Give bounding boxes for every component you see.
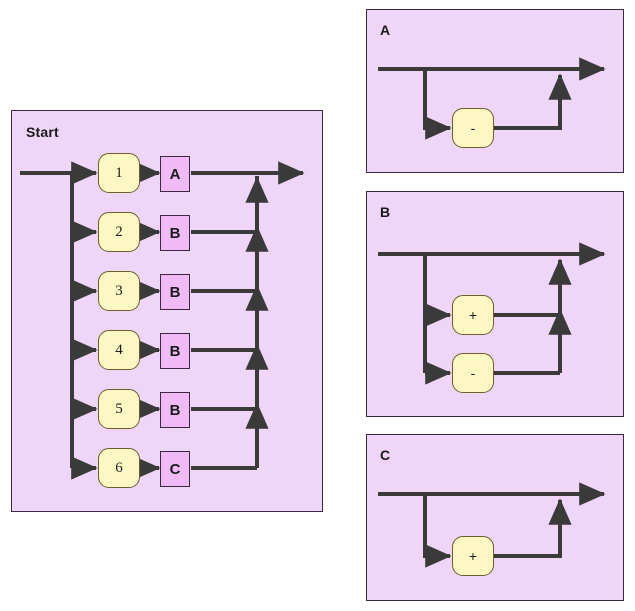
node-block-b-row4[interactable]: B <box>160 333 190 369</box>
node-block-b-row3[interactable]: B <box>160 274 190 310</box>
node-step-4[interactable]: 4 <box>98 330 140 370</box>
node-a-minus[interactable]: - <box>452 108 494 148</box>
node-step-6[interactable]: 6 <box>98 448 140 488</box>
node-step-6-label: 6 <box>115 459 123 476</box>
node-block-b-row5-label: B <box>169 401 181 419</box>
node-block-b-row2-label: B <box>169 224 181 242</box>
node-block-b-row5[interactable]: B <box>160 392 190 428</box>
node-c-plus[interactable]: + <box>452 536 494 576</box>
node-b-plus-label: + <box>468 307 478 323</box>
node-step-3[interactable]: 3 <box>98 271 140 311</box>
node-block-c-row6-label: C <box>169 460 181 478</box>
node-b-minus-label: - <box>470 365 476 381</box>
node-block-b-row4-label: B <box>169 342 181 360</box>
node-b-minus[interactable]: - <box>452 353 494 393</box>
node-block-c-row6[interactable]: C <box>160 451 190 487</box>
node-c-plus-label: + <box>468 548 478 564</box>
node-block-b-row2[interactable]: B <box>160 215 190 251</box>
node-block-a-row1[interactable]: A <box>160 156 190 192</box>
panel-a-title: A <box>380 22 391 38</box>
panel-b-title: B <box>380 204 391 220</box>
node-block-b-row3-label: B <box>169 283 181 301</box>
panel-start-title: Start <box>26 124 59 140</box>
panel-c-title: C <box>380 447 391 463</box>
node-a-minus-label: - <box>470 120 476 136</box>
node-step-2[interactable]: 2 <box>98 212 140 252</box>
node-step-5[interactable]: 5 <box>98 389 140 429</box>
node-step-1[interactable]: 1 <box>98 153 140 193</box>
node-step-4-label: 4 <box>115 341 123 358</box>
panel-a[interactable] <box>366 9 624 173</box>
node-step-2-label: 2 <box>115 223 123 240</box>
node-block-a-row1-label: A <box>169 165 181 183</box>
panel-c[interactable] <box>366 434 624 601</box>
node-step-3-label: 3 <box>115 282 123 299</box>
node-step-1-label: 1 <box>115 164 123 181</box>
panel-b[interactable] <box>366 191 624 417</box>
node-b-plus[interactable]: + <box>452 295 494 335</box>
node-step-5-label: 5 <box>115 400 123 417</box>
